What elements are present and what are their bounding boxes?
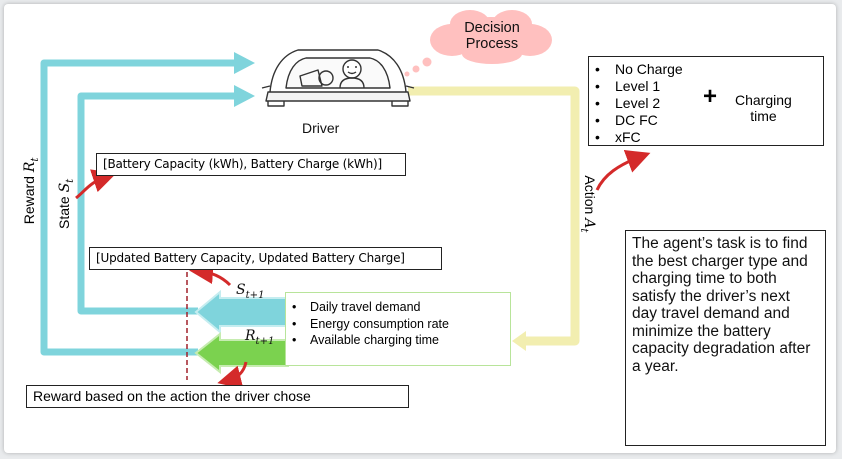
next-state-pointer-arrow — [189, 260, 232, 287]
environment-item: Energy consumption rate — [292, 316, 449, 333]
state-label-text: State — [56, 196, 73, 230]
action-symbol: At — [578, 218, 597, 233]
state-loop-arrow — [77, 92, 238, 315]
car-icon — [261, 49, 415, 107]
plus-sign: + — [703, 83, 718, 110]
action-axis-label: Action At — [578, 164, 598, 244]
state-block-arrow — [194, 289, 289, 335]
state-arrowhead — [234, 85, 255, 107]
environment-item: Daily travel demand — [292, 299, 449, 316]
action-item: DC FC — [595, 112, 683, 129]
action-list: No Charge Level 1 Level 2 DC FC xFC — [595, 61, 683, 146]
action-arrowhead — [512, 331, 526, 351]
reward-label-text: Reward — [21, 176, 38, 225]
environment-list: Daily travel demand Energy consumption r… — [292, 299, 449, 349]
state-box: [Battery Capacity (kWh), Battery Charge … — [96, 153, 406, 176]
action-item: No Charge — [595, 61, 683, 78]
next-reward-label: Rt+1 — [245, 328, 275, 347]
action-item: xFC — [595, 129, 683, 146]
updated-state-box: [Updated Battery Capacity, Updated Batte… — [89, 247, 442, 270]
next-reward-pointer-arrow — [217, 361, 248, 389]
reward-axis-label: Reward Rt — [21, 146, 41, 236]
next-state-label: St+1 — [236, 282, 265, 301]
environment-box: Daily travel demand Energy consumption r… — [285, 292, 511, 366]
reward-loop-arrow — [40, 59, 238, 356]
action-loop-arrow — [408, 86, 580, 346]
state-axis-label: State St — [56, 164, 76, 244]
action-item: Level 2 — [595, 95, 683, 112]
reward-description-box: Reward based on the action the driver ch… — [26, 385, 409, 408]
driver-label: Driver — [302, 120, 340, 136]
charging-time-label: Charging time — [735, 92, 792, 124]
task-description-box: The agent’s task is to find the best cha… — [625, 230, 826, 446]
reward-block-arrow — [194, 331, 289, 375]
action-label-text: Action — [581, 175, 598, 215]
reward-arrowhead — [234, 52, 255, 74]
action-options-box: No Charge Level 1 Level 2 DC FC xFC + Ch… — [588, 56, 824, 146]
state-symbol: St — [57, 178, 76, 193]
reward-symbol: Rt — [22, 157, 41, 173]
cloud-icon — [404, 10, 552, 77]
state-pointer-arrow — [75, 169, 117, 200]
action-item: Level 1 — [595, 78, 683, 95]
environment-item: Available charging time — [292, 332, 449, 349]
action-pointer-arrow — [595, 150, 651, 191]
cloud-label: Decision Process — [464, 20, 520, 52]
